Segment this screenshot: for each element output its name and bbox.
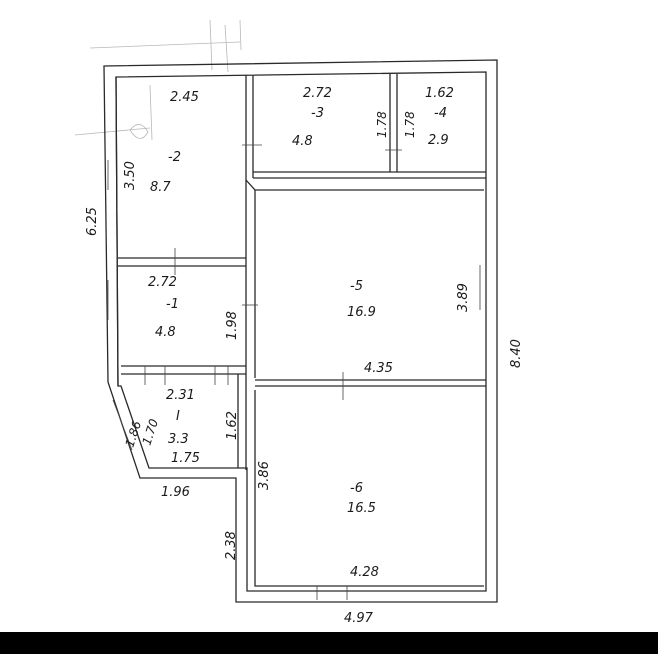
dim-hall-bottom: 1.75 (171, 451, 200, 466)
room-5-number: -5 (350, 279, 363, 294)
bottom-bar (0, 632, 658, 654)
outer-walls (103, 59, 498, 603)
dim-hall-height: 1.62 (225, 411, 240, 440)
dim-room6-width: 4.28 (350, 565, 379, 580)
dimension-labels: 2.45 2.72 1.78 1.62 1.78 3.50 6.25 2.72 … (85, 86, 524, 626)
dim-room4-width: 1.62 (425, 86, 454, 101)
room-4-area: 2.9 (428, 133, 449, 148)
room-6-area: 16.5 (347, 501, 376, 516)
dim-left-outer: 6.25 (85, 207, 100, 236)
dim-room3-height: 1.78 (375, 111, 389, 138)
dim-hall-diag-inner: 1.70 (140, 417, 162, 447)
room-1-number: -1 (166, 297, 179, 312)
dim-room5-height: 3.89 (456, 283, 471, 312)
room-6-number: -6 (350, 481, 363, 496)
interior-walls (118, 74, 486, 587)
dim-top-left-width: 2.45 (170, 90, 199, 105)
dim-room4-height: 1.78 (403, 111, 417, 138)
room-2-area: 8.7 (150, 180, 171, 195)
dim-room6-height: 3.86 (257, 461, 272, 490)
dim-hall-base: 1.96 (161, 485, 190, 500)
dim-room2-height: 3.50 (123, 161, 138, 190)
dim-room1-width: 2.72 (148, 275, 177, 290)
dim-room3-width: 2.72 (303, 86, 332, 101)
sketch-marks (74, 19, 242, 141)
dim-right-outer: 8.40 (509, 339, 524, 368)
room-3-number: -3 (311, 106, 324, 121)
dim-lower-left: 2.38 (224, 531, 239, 560)
openings (107, 144, 481, 600)
hall-number: I (176, 409, 180, 424)
dim-room1-height: 1.98 (225, 311, 240, 340)
dim-bottom-outer: 4.97 (344, 611, 374, 626)
dim-room5-width: 4.35 (364, 361, 393, 376)
floor-plan: -2 8.7 -3 4.8 -4 2.9 -1 4.8 -5 16.9 -6 1… (74, 19, 524, 626)
room-3-area: 4.8 (292, 134, 313, 149)
room-4-number: -4 (434, 106, 447, 121)
room-5-area: 16.9 (347, 305, 376, 320)
room-labels: -2 8.7 -3 4.8 -4 2.9 -1 4.8 -5 16.9 -6 1… (150, 106, 449, 516)
dim-hall-top: 2.31 (166, 388, 195, 403)
hall-area: 3.3 (168, 432, 189, 447)
room-2-number: -2 (168, 150, 181, 165)
room-1-area: 4.8 (155, 325, 176, 340)
